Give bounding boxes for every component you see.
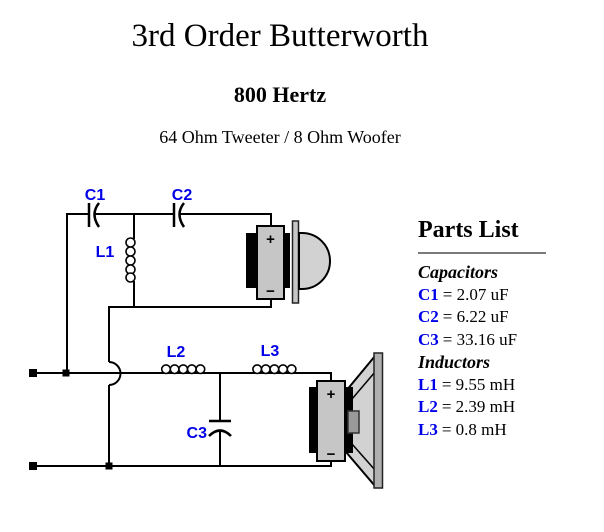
part-ref: C1 — [418, 284, 439, 304]
part-value: = 33.16 uF — [442, 329, 518, 349]
woofer-plus-terminal: + — [327, 386, 336, 403]
tweeter-plus-terminal: + — [266, 231, 275, 248]
part-value: = 6.22 uF — [442, 307, 509, 326]
tweeter-terminal-plate — [256, 225, 285, 300]
coil-loop — [178, 364, 189, 375]
tweeter: + − — [246, 220, 331, 304]
tweeter-flange — [291, 220, 300, 304]
woofer-terminal-plate — [316, 380, 346, 462]
c2-label: C2 — [172, 187, 193, 204]
coil-loop — [277, 364, 289, 375]
coil-loop — [125, 255, 136, 266]
part-ref: C3 — [418, 329, 439, 349]
part-row-l2: L2= 2.39 mH — [418, 396, 568, 419]
c2-capacitor: C2 — [172, 187, 193, 228]
woofer-voice-coil — [347, 410, 360, 434]
part-row-l1: L1= 9.55 mH — [418, 374, 568, 397]
part-row-l3: L3= 0.8 mH — [418, 419, 568, 442]
capacitors-heading: Capacitors — [418, 262, 499, 282]
coil-loop — [195, 364, 206, 375]
driver-impedances: 64 Ohm Tweeter / 8 Ohm Woofer — [159, 127, 401, 147]
junction-dot — [105, 462, 113, 470]
parts-list-title: Parts List — [418, 217, 519, 243]
coil-loop — [125, 237, 136, 248]
l1-inductor: L1 — [96, 237, 136, 283]
junction-dot — [62, 369, 70, 377]
part-row-c3: C3= 33.16 uF — [418, 329, 568, 352]
page-title: 3rd Order Butterworth — [131, 18, 429, 54]
coil-loop — [125, 246, 136, 257]
l2-label: L2 — [167, 344, 186, 361]
part-row-c1: C1= 2.07 uF — [418, 284, 568, 307]
woofer-frame — [373, 352, 384, 489]
woofer-cone-lines — [351, 371, 376, 471]
c1-label: C1 — [85, 187, 106, 204]
input-terminal-positive — [29, 369, 37, 377]
parts-list: Parts List Capacitors C1= 2.07 uF C2= 6.… — [418, 217, 568, 441]
coil-loop — [186, 364, 197, 375]
c3-capacitor: C3 — [187, 419, 232, 442]
part-row-c2: C2= 6.22 uF — [418, 306, 568, 329]
coil-loop — [160, 364, 172, 375]
coil-loop — [260, 364, 271, 375]
parts-list-divider — [418, 252, 546, 254]
wire-bottom-rail — [37, 461, 332, 467]
crossover-frequency: 800 Hertz — [233, 82, 327, 107]
woofer-minus-terminal: − — [327, 446, 336, 463]
part-ref: C2 — [418, 307, 439, 326]
l3-inductor: L3 — [252, 343, 297, 375]
input-terminals — [29, 369, 113, 470]
c1-capacitor: C1 — [85, 187, 106, 228]
inductors-heading: Inductors — [418, 352, 491, 372]
coil-loop — [125, 272, 136, 283]
capacitor-curved-plate — [178, 202, 186, 228]
wires — [37, 213, 332, 467]
part-value: = 9.55 mH — [441, 374, 516, 394]
l3-label: L3 — [261, 343, 280, 360]
part-ref: L3 — [418, 419, 438, 439]
coil-loop — [286, 364, 297, 375]
tweeter-minus-terminal: − — [266, 283, 275, 300]
tweeter-dome — [298, 232, 331, 290]
wire-tweeter-return — [108, 299, 272, 466]
coil-loop — [252, 364, 263, 375]
part-value: = 0.8 mH — [441, 419, 507, 439]
part-ref: L2 — [418, 397, 438, 416]
coil-loop — [169, 364, 180, 375]
c3-label: C3 — [187, 425, 208, 442]
woofer: + − — [309, 352, 384, 489]
wire-lowpass-mid — [37, 372, 332, 381]
input-terminal-negative — [29, 462, 37, 470]
l2-inductor: L2 — [160, 344, 206, 375]
capacitor-curved-plate — [208, 429, 232, 437]
capacitor-curved-plate — [93, 202, 101, 228]
coil-loop — [269, 364, 280, 375]
l1-label: L1 — [96, 244, 115, 261]
part-value: = 2.39 mH — [441, 397, 516, 416]
part-value: = 2.07 uF — [442, 284, 509, 304]
part-ref: L1 — [418, 374, 438, 394]
